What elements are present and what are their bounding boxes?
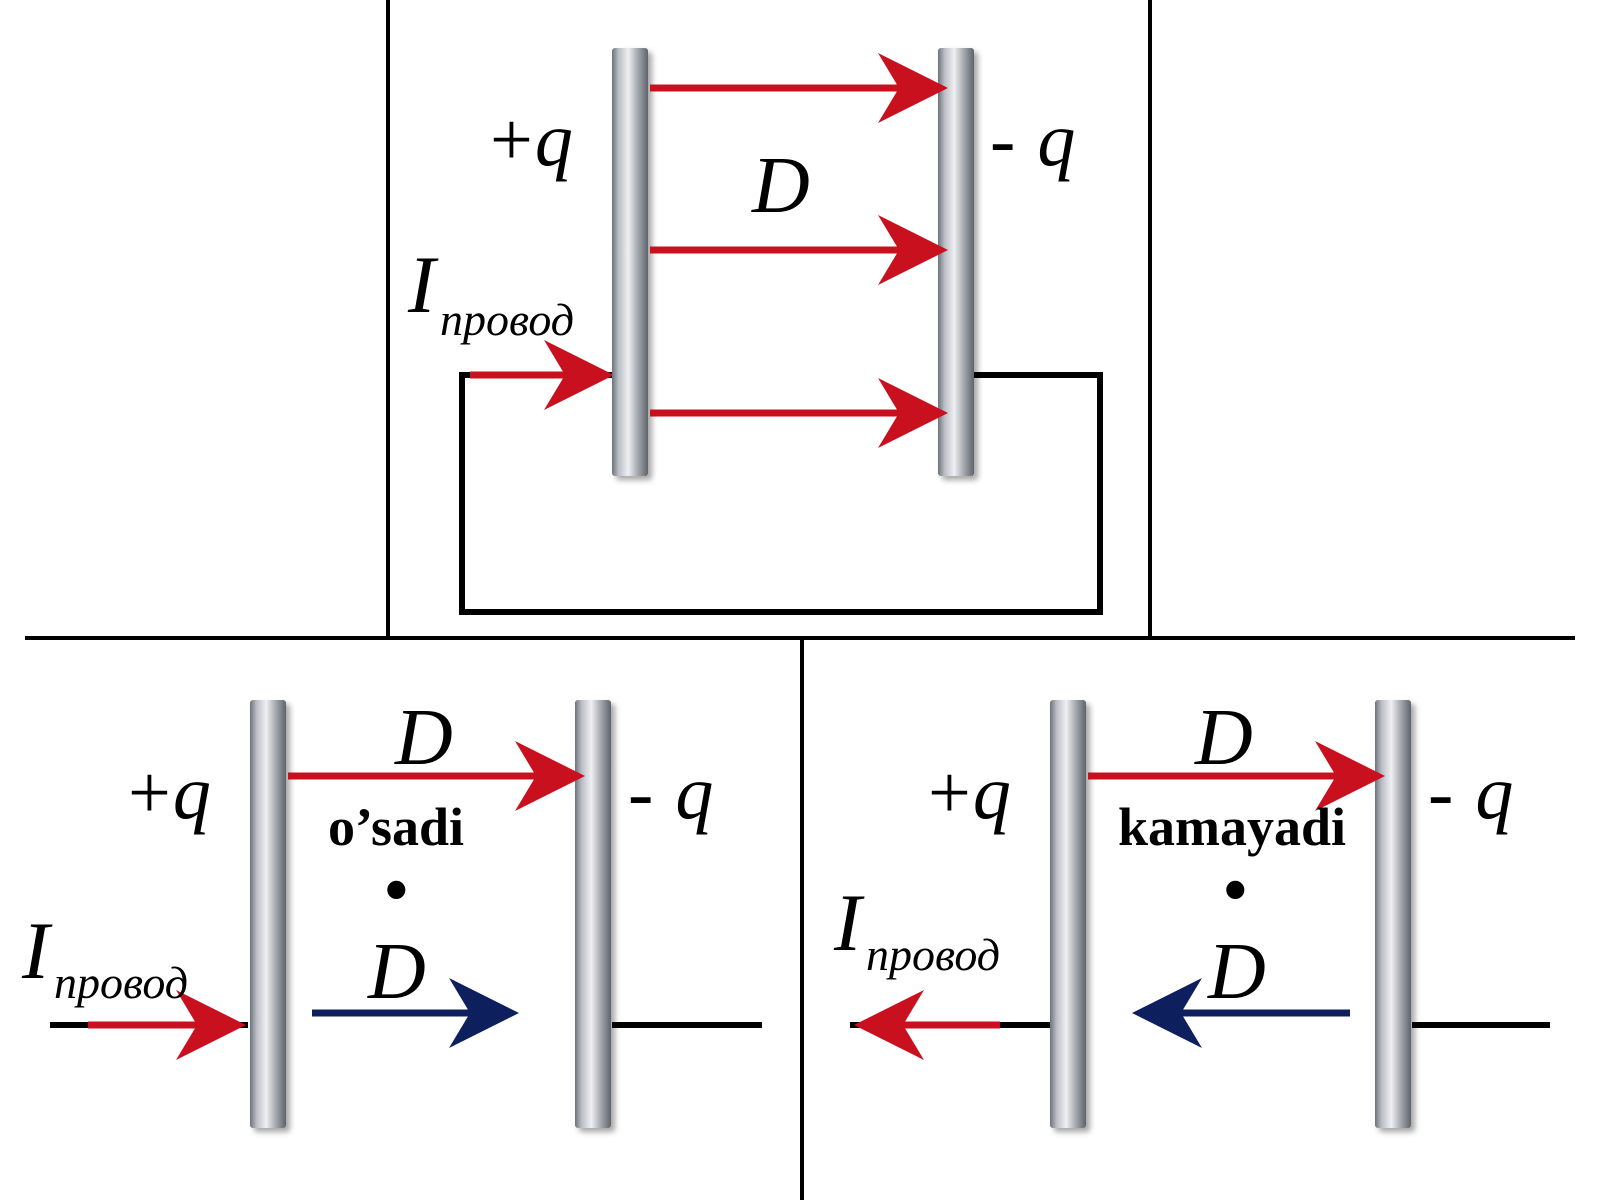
dD-dt-label: D (367, 928, 426, 1016)
current-label: I (407, 239, 439, 330)
negative-plate (575, 700, 611, 1128)
negative-plate (1375, 700, 1411, 1128)
increasing-label: o’sadi (328, 797, 464, 857)
negative-plate (938, 48, 974, 476)
positive-plate (250, 700, 286, 1128)
top-panel: +q -q D I провод (407, 48, 1103, 615)
current-label: I (21, 905, 53, 996)
charge-pos-label: +q (490, 98, 573, 182)
current-subscript: провод (866, 929, 1000, 980)
field-label: D (394, 694, 453, 782)
dD-dt-label: D (1207, 928, 1266, 1016)
field-label: D (751, 142, 810, 230)
bottom-left-panel: +q -q D o’sadi • D I провод (21, 694, 762, 1128)
time-derivative-dot: • (383, 848, 410, 932)
decreasing-label: kamayadi (1118, 797, 1346, 857)
current-label: I (833, 877, 865, 968)
positive-plate (1050, 700, 1086, 1128)
field-label: D (1194, 694, 1253, 782)
charge-pos-label: +q (128, 751, 211, 835)
current-subscript: провод (54, 957, 188, 1008)
bottom-right-panel: +q -q D kamayadi • D I провод (833, 694, 1550, 1128)
charge-pos-label: +q (928, 751, 1011, 835)
charge-neg-label: -q (628, 751, 713, 835)
time-derivative-dot: • (1222, 848, 1249, 932)
panel-dividers (25, 0, 1575, 1200)
charge-neg-label: -q (1428, 751, 1513, 835)
charge-neg-label: -q (990, 98, 1075, 182)
current-subscript: провод (440, 294, 574, 345)
positive-plate (612, 48, 648, 476)
